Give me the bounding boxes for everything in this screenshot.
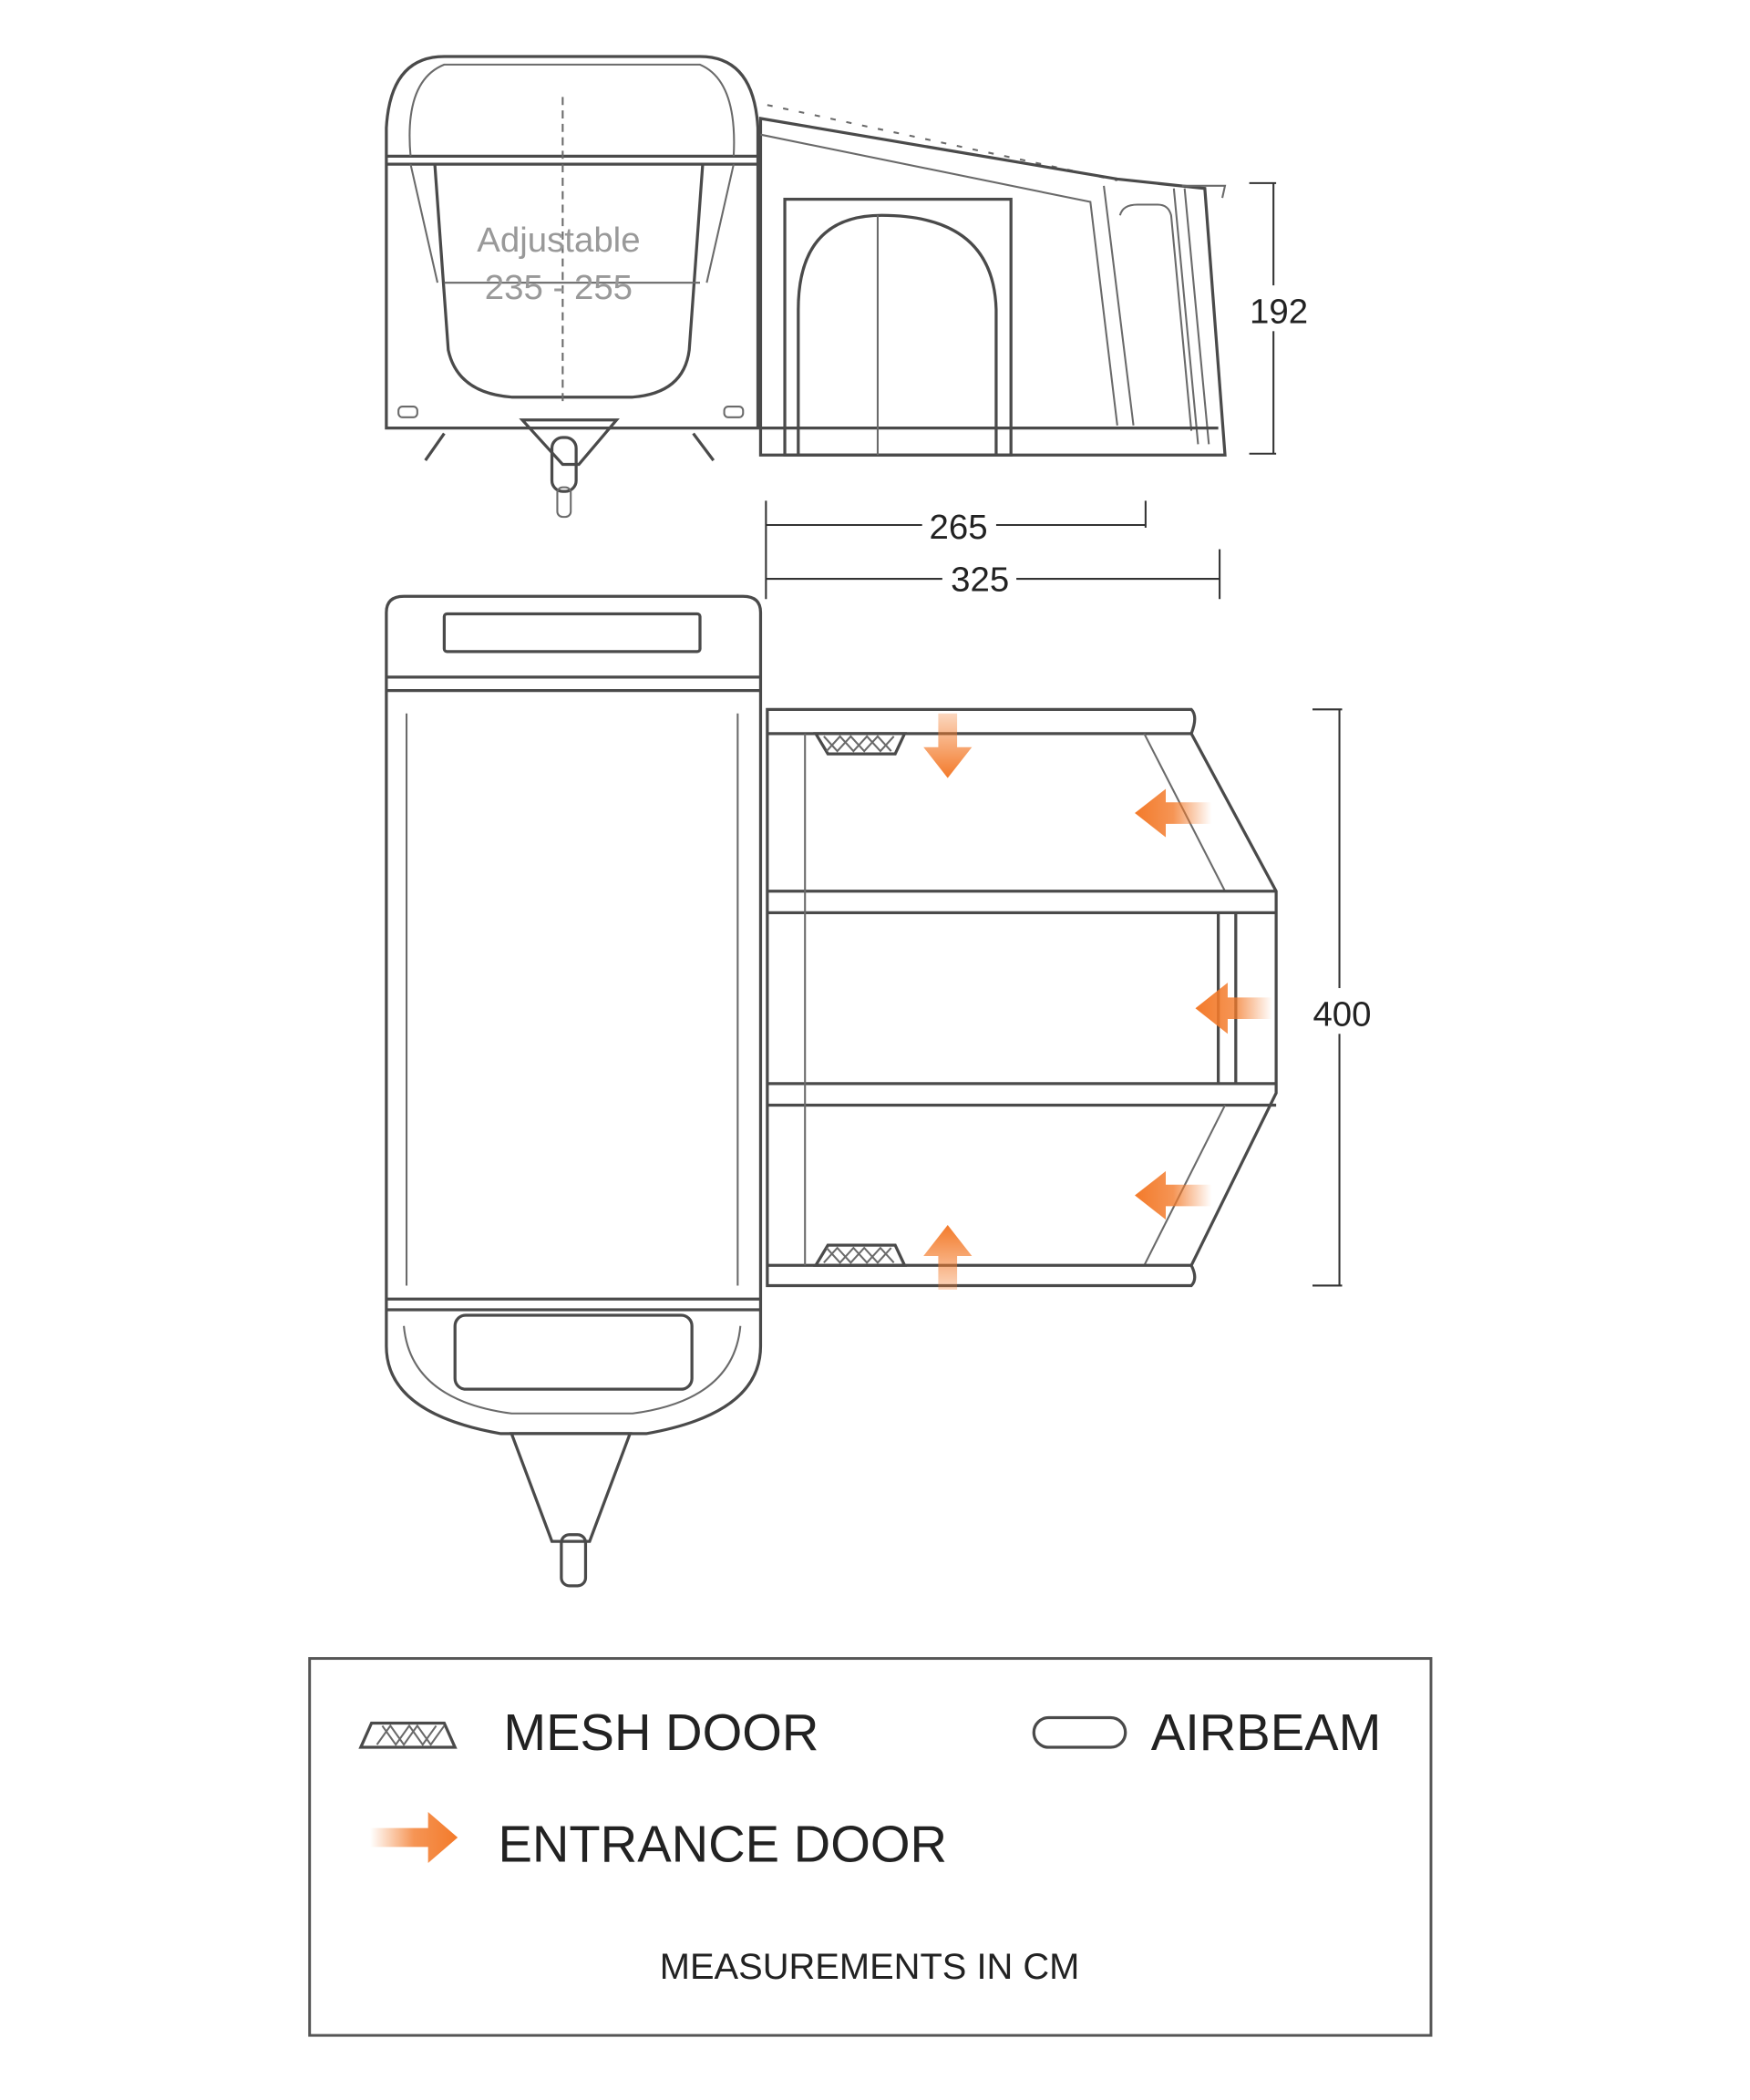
legend-entrance-door-label: ENTRANCE DOOR bbox=[498, 1816, 947, 1873]
legend: MESH DOOR AIRBEAM ENTRANCE DOOR MEASUREM… bbox=[308, 1657, 1433, 2037]
caravan-width-label: Adjustable bbox=[477, 221, 640, 260]
entrance-door-arrow bbox=[1135, 788, 1212, 838]
outer-depth-dimension: 325 bbox=[951, 560, 1009, 599]
entrance-arrow-icon bbox=[370, 1811, 458, 1864]
airbeam-icon bbox=[1032, 1715, 1127, 1749]
awning-side-view: 192 265 325 bbox=[758, 104, 1312, 599]
legend-mesh-door-label: MESH DOOR bbox=[503, 1704, 818, 1761]
entrance-door-arrow bbox=[1195, 983, 1272, 1035]
entrance-door-arrow bbox=[1135, 1170, 1212, 1220]
width-dimension: 400 bbox=[1312, 994, 1371, 1034]
caravan-width-range: 235 - 255 bbox=[485, 268, 633, 307]
inner-depth-dimension: 265 bbox=[930, 508, 988, 547]
legend-airbeam-label: AIRBEAM bbox=[1151, 1704, 1382, 1761]
mesh-door-icon bbox=[358, 1721, 458, 1749]
awning-plan-view: 400 bbox=[766, 707, 1382, 1290]
height-dimension: 192 bbox=[1250, 292, 1308, 331]
mesh-door-icon bbox=[813, 732, 908, 756]
caravan-front-view: Adjustable 235 - 255 bbox=[385, 55, 760, 519]
measurements-note: MEASUREMENTS IN CM bbox=[660, 1947, 1080, 1987]
caravan-plan-view bbox=[385, 594, 763, 1588]
entrance-door-arrow bbox=[923, 713, 973, 778]
entrance-door-arrow bbox=[923, 1225, 973, 1290]
mesh-door-icon bbox=[813, 1243, 908, 1267]
